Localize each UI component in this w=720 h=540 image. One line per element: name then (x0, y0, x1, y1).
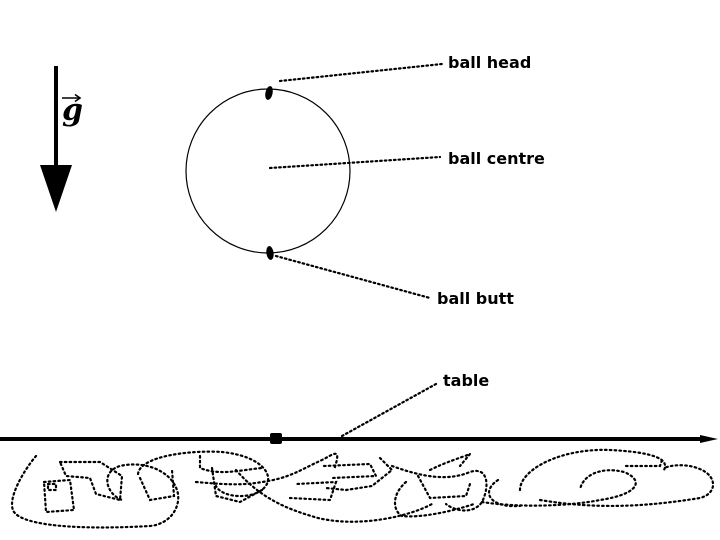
table-surface (0, 435, 718, 443)
ball-contact-marker (270, 433, 282, 444)
ball-butt-marker (266, 246, 274, 260)
ball-butt-leader (274, 254, 432, 300)
ball-circle (185, 88, 351, 254)
ball-head-leader (278, 62, 444, 83)
ball-head-marker (265, 86, 273, 100)
ball-butt-label: ball butt (437, 289, 514, 308)
ball-head-label: ball head (448, 53, 531, 72)
gravity-arrow (40, 66, 72, 212)
ball-centre-label: ball centre (448, 149, 545, 168)
table-label: table (443, 371, 489, 390)
table-texture-scribble (11, 448, 715, 529)
gravity-label: g (62, 93, 83, 128)
gravity-vector-label: g (62, 93, 83, 128)
table-leader (340, 382, 438, 438)
ball-centre-leader (268, 155, 442, 170)
